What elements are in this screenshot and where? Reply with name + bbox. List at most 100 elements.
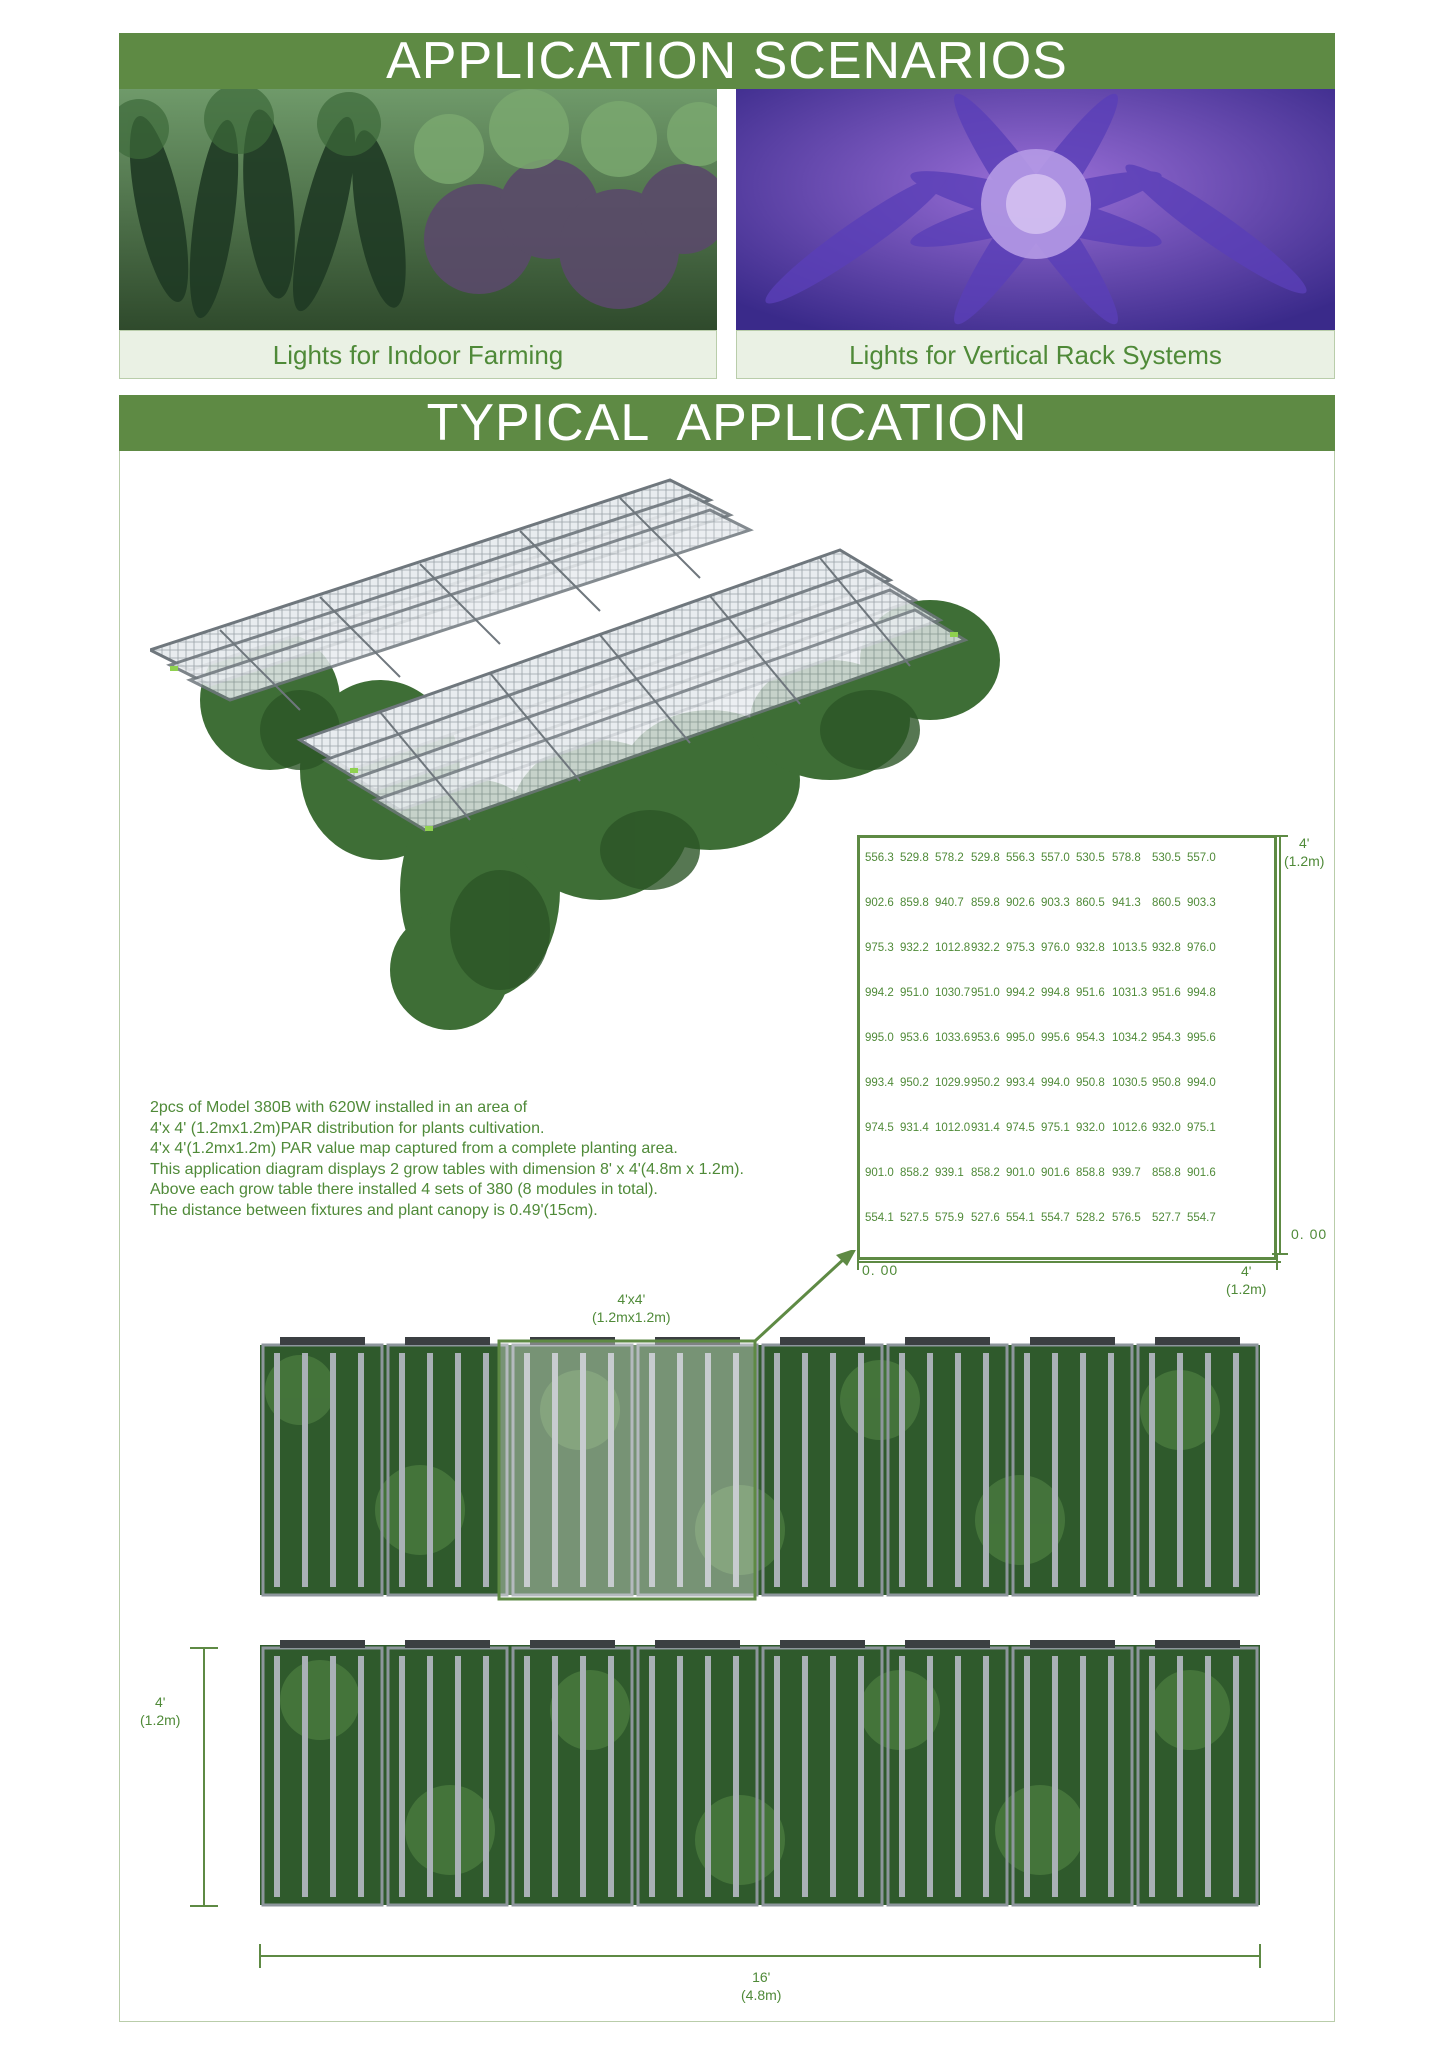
led-bar <box>858 1656 864 1897</box>
driver-box <box>780 1337 865 1345</box>
led-bar <box>733 1353 739 1587</box>
par-value-cell: 950.8 <box>1152 1077 1181 1089</box>
par-value-cell: 859.8 <box>900 897 929 909</box>
table-width-dim-m: (4.8m) <box>741 1987 782 2003</box>
par-value-cell: 954.3 <box>1152 1032 1181 1044</box>
par-value-cell: 527.7 <box>1152 1212 1181 1224</box>
grow-tables-top-view <box>190 1250 1261 1968</box>
driver-box <box>905 1337 990 1345</box>
table-height-dim: 4' (1.2m) <box>140 1693 180 1729</box>
par-value-cell: 931.4 <box>900 1122 929 1134</box>
par-value-cell: 903.3 <box>1041 897 1070 909</box>
driver-box <box>1030 1337 1115 1345</box>
par-map-right-dim-ft: 4' <box>1298 835 1310 851</box>
par-value-cell: 932.0 <box>1152 1122 1181 1134</box>
par-value-cell: 940.7 <box>935 897 964 909</box>
led-bar <box>427 1656 433 1897</box>
led-bar <box>330 1656 336 1897</box>
led-bar <box>358 1656 364 1897</box>
par-value-cell: 974.5 <box>865 1122 894 1134</box>
led-bar <box>274 1353 280 1587</box>
driver-box <box>405 1640 490 1648</box>
highlight-area-dim-m: (1.2mx1.2m) <box>592 1309 671 1325</box>
par-value-cell: 994.2 <box>1006 987 1035 999</box>
par-value-cell: 576.5 <box>1112 1212 1141 1224</box>
par-value-cell: 575.9 <box>935 1212 964 1224</box>
led-bar <box>455 1353 461 1587</box>
par-value-cell: 953.6 <box>971 1032 1000 1044</box>
par-value-cell: 951.6 <box>1076 987 1105 999</box>
led-bar <box>774 1656 780 1897</box>
par-value-cell: 554.7 <box>1187 1212 1216 1224</box>
par-value-cell: 901.0 <box>1006 1167 1035 1179</box>
description-line-5: Above each grow table there installed 4 … <box>150 1181 658 1199</box>
par-value-cell: 954.3 <box>1076 1032 1105 1044</box>
led-bar <box>1108 1353 1114 1587</box>
par-value-cell: 860.5 <box>1152 897 1181 909</box>
led-bar <box>1177 1353 1183 1587</box>
par-value-cell: 858.8 <box>1152 1167 1181 1179</box>
led-bar <box>1233 1353 1239 1587</box>
led-bar <box>455 1656 461 1897</box>
highlight-area-dim: 4'x4' (1.2mx1.2m) <box>592 1290 671 1326</box>
par-value-cell: 953.6 <box>900 1032 929 1044</box>
par-value-cell: 1034.2 <box>1112 1032 1148 1044</box>
par-value-cell: 1013.5 <box>1112 942 1148 954</box>
par-value-cell: 994.8 <box>1187 987 1216 999</box>
table-height-dim-ft: 4' <box>154 1694 166 1710</box>
par-map-bottom-dim: 4' (1.2m) <box>1226 1262 1266 1298</box>
led-bar <box>483 1353 489 1587</box>
led-bar <box>399 1353 405 1587</box>
caption-indoor-farming: Lights for Indoor Farming <box>119 330 717 379</box>
led-bar <box>830 1656 836 1897</box>
par-value-cell: 554.7 <box>1041 1212 1070 1224</box>
led-bar <box>649 1353 655 1587</box>
application-description: 2pcs of Model 380B with 620W installed i… <box>150 1098 850 1222</box>
par-value-cell: 975.3 <box>1006 942 1035 954</box>
led-bar <box>955 1353 961 1587</box>
description-line-1: 2pcs of Model 380B with 620W installed i… <box>150 1099 528 1116</box>
led-bar <box>358 1353 364 1587</box>
led-bar <box>955 1656 961 1897</box>
par-value-cell: 932.0 <box>1076 1122 1105 1134</box>
par-value-cell: 1033.6 <box>935 1032 971 1044</box>
par-value-cell: 578.2 <box>935 852 964 864</box>
led-bar <box>330 1353 336 1587</box>
par-value-cell: 557.0 <box>1187 852 1216 864</box>
indoor-farming-photo <box>119 89 717 330</box>
led-bar <box>274 1656 280 1897</box>
led-bar <box>899 1656 905 1897</box>
par-value-cell: 994.2 <box>865 987 894 999</box>
led-bar <box>427 1353 433 1587</box>
description-line-4: This application diagram displays 2 grow… <box>150 1160 744 1178</box>
par-value-cell: 931.4 <box>971 1122 1000 1134</box>
led-bar <box>399 1656 405 1897</box>
par-value-cell: 528.2 <box>1076 1212 1105 1224</box>
par-value-cell: 1031.3 <box>1112 987 1148 999</box>
par-value-cell: 554.1 <box>1006 1212 1035 1224</box>
led-bar <box>677 1353 683 1587</box>
par-map-right-dim: 4' (1.2m) <box>1284 834 1324 870</box>
led-bar <box>1080 1656 1086 1897</box>
par-value-cell: 950.8 <box>1076 1077 1105 1089</box>
par-value-cell: 858.2 <box>971 1167 1000 1179</box>
par-value-cell: 858.2 <box>900 1167 929 1179</box>
led-bar <box>1233 1656 1239 1897</box>
led-bar <box>1052 1656 1058 1897</box>
led-bar <box>1205 1656 1211 1897</box>
led-bar <box>705 1353 711 1587</box>
par-value-cell: 530.5 <box>1076 852 1105 864</box>
par-value-cell: 901.6 <box>1187 1167 1216 1179</box>
led-bar <box>802 1353 808 1587</box>
par-map-right-dim-m: (1.2m) <box>1284 853 1325 869</box>
led-bar <box>677 1656 683 1897</box>
led-bar <box>552 1353 558 1587</box>
par-value-cell: 951.0 <box>971 987 1000 999</box>
highlight-area-dim-ft: 4'x4' <box>617 1291 646 1307</box>
led-bar <box>524 1353 530 1587</box>
par-value-cell: 1030.7 <box>935 987 971 999</box>
led-bar <box>1024 1353 1030 1587</box>
cannabis-purple-image <box>736 89 1335 330</box>
led-bar <box>1052 1353 1058 1587</box>
